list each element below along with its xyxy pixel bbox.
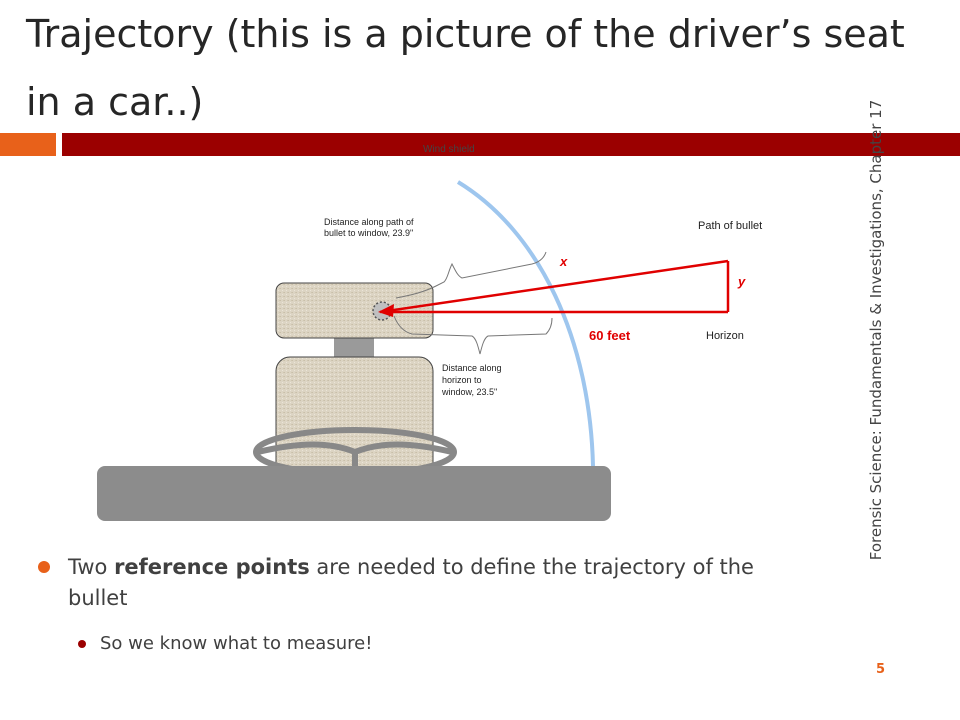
bullet-list: Two reference points are needed to defin… xyxy=(36,552,756,658)
dashboard xyxy=(97,466,611,521)
bullet-path-line xyxy=(379,259,729,314)
bullet-path-arrowhead xyxy=(378,304,394,317)
path-of-bullet-label: Path of bullet xyxy=(698,220,762,232)
headrest xyxy=(275,282,434,339)
distance-label: 60 feet xyxy=(589,328,631,343)
header-bar xyxy=(62,133,960,156)
y-label: y xyxy=(737,274,746,289)
page-number: 5 xyxy=(876,662,886,677)
path-distance-label: Distance along path of bullet to window,… xyxy=(324,217,416,238)
windshield-label: Wind shield xyxy=(423,144,475,155)
windshield xyxy=(456,180,595,467)
horizon-label: Horizon xyxy=(706,330,744,342)
horizon-distance-brace xyxy=(393,315,553,355)
path-distance-brace xyxy=(395,251,547,299)
slide-title: Trajectory (this is a picture of the dri… xyxy=(26,12,905,124)
bullet-main-text-start: Two xyxy=(68,555,115,579)
bullet-main-bold: reference points xyxy=(114,555,310,579)
bullet-sub: So we know what to measure! xyxy=(36,630,756,658)
horizon-distance-label: Distance along horizon to window, 23.5" xyxy=(441,363,504,397)
headrest-post xyxy=(334,337,374,359)
side-caption-text: Forensic Science: Fundamentals & Investi… xyxy=(867,99,885,561)
bullet-main: Two reference points are needed to defin… xyxy=(36,552,756,614)
x-label: x xyxy=(559,254,568,269)
header-accent-bar xyxy=(0,133,56,156)
bullet-main-text-end: are needed to define the trajectory of t… xyxy=(68,555,754,610)
